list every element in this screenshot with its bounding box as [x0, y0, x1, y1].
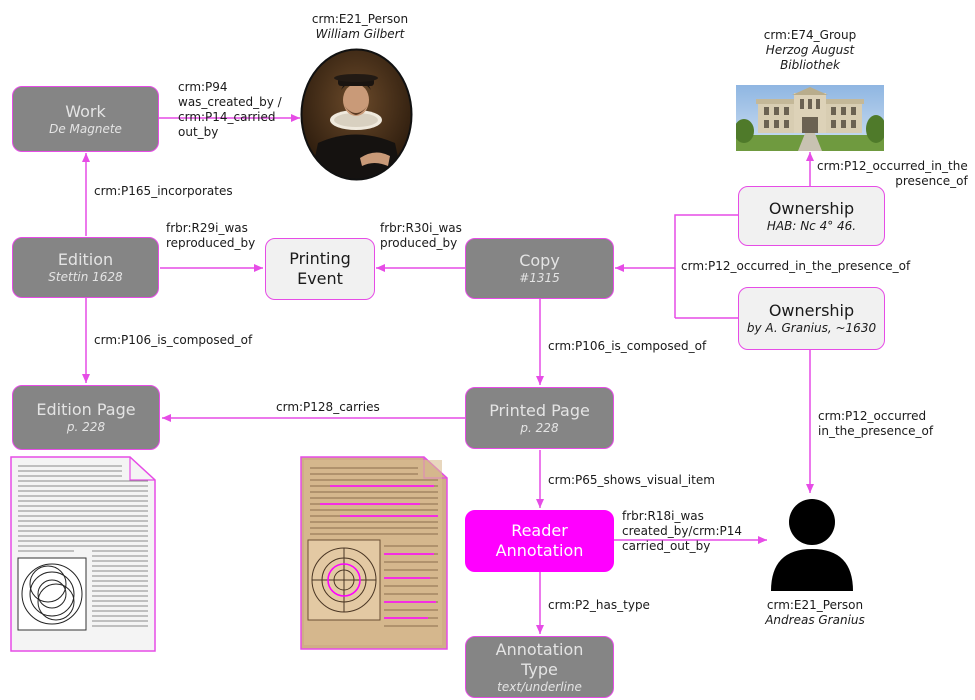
- node-ownership-granius[interactable]: Ownership by A. Granius, ~1630: [738, 287, 885, 350]
- edge-label-line: carried_out_by: [622, 539, 711, 553]
- edge-label-r18: frbr:R18i_was created_by/crm:P14 carried…: [622, 509, 742, 554]
- node-title: Printing Event: [289, 249, 351, 288]
- edge-label-p94: crm:P94 was_created_by / crm:P14_carried…: [178, 80, 282, 140]
- edge-label-p165: crm:P165_incorporates: [94, 184, 233, 198]
- node-title: Copy: [519, 251, 560, 270]
- node-subtitle: by A. Granius, ~1630: [746, 321, 877, 335]
- node-title: Printed Page: [489, 400, 590, 420]
- edge-label-line: crm:P94: [178, 80, 228, 94]
- node-work[interactable]: Work De Magnete: [12, 86, 159, 152]
- edge-label-line: in_the_presence_of: [818, 424, 934, 438]
- library-building-image: [736, 85, 884, 151]
- edge-label-line: crm:P12_occurred_in_the: [817, 159, 968, 173]
- node-title: Edition: [57, 250, 114, 269]
- edge-label-line: frbr:R30i_was: [380, 221, 462, 235]
- caption-name-line2: Bibliothek: [780, 58, 840, 72]
- caption-class: crm:E74_Group: [763, 28, 857, 42]
- node-title: Work: [65, 101, 106, 121]
- edge-label-line: crm:P14_carried: [178, 110, 276, 124]
- node-annotation-type[interactable]: Annotation Type text/underline: [465, 636, 614, 698]
- edge-label-line: produced_by: [380, 236, 458, 250]
- edge-label-p12-right: crm:P12_occurred in_the_presence_of: [818, 409, 933, 439]
- caption-name: Andreas Granius: [765, 613, 865, 627]
- edge-label-p106-mid: crm:P106_is_composed_of: [548, 339, 707, 353]
- node-edition[interactable]: Edition Stettin 1628: [12, 237, 159, 298]
- node-title: Reader Annotation: [495, 521, 584, 560]
- node-title: Annotation Type: [495, 639, 584, 679]
- edge-label-p128: crm:P128_carries: [276, 400, 380, 414]
- node-title: Ownership: [768, 301, 855, 320]
- edge-p12-hab: [615, 214, 738, 272]
- node-title: Edition Page: [36, 400, 136, 419]
- edge-label-p106-left: crm:P106_is_composed_of: [94, 333, 253, 347]
- edge-label-line: was_created_by /: [178, 95, 282, 109]
- node-printed-page[interactable]: Printed Page p. 228: [465, 387, 614, 449]
- caption-granius: crm:E21_Person Andreas Granius: [745, 598, 885, 628]
- edge-label-line: presence_of: [895, 174, 968, 188]
- annotated-copy-page-image: [300, 456, 448, 650]
- edge-label-p2: crm:P2_has_type: [548, 598, 650, 612]
- caption-class: crm:E21_Person: [766, 598, 864, 612]
- edge-label-line: created_by/crm:P14: [622, 524, 743, 538]
- node-ownership-hab[interactable]: Ownership HAB: Nc 4° 46.: [738, 186, 885, 246]
- node-subtitle: HAB: Nc 4° 46.: [766, 218, 857, 233]
- caption-class: crm:E21_Person: [311, 12, 409, 26]
- node-subtitle: text/underline: [497, 679, 582, 694]
- node-title: Ownership: [768, 198, 855, 218]
- portrait-gilbert-image: [300, 48, 413, 181]
- edge-label-r29: frbr:R29i_was reproduced_by: [166, 221, 255, 251]
- node-edition-page[interactable]: Edition Page p. 228: [12, 385, 160, 450]
- edge-label-line: reproduced_by: [166, 236, 256, 250]
- caption-gilbert: crm:E21_Person William Gilbert: [285, 12, 435, 42]
- edge-label-p12-top: crm:P12_occurred_in_the presence_of: [817, 159, 968, 189]
- person-icon: [771, 499, 853, 591]
- edge-label-p12-mid: crm:P12_occurred_in_the_presence_of: [681, 259, 911, 273]
- edge-label-p65: crm:P65_shows_visual_item: [548, 473, 715, 487]
- caption-name-line1: Herzog August: [765, 43, 855, 57]
- caption-name: William Gilbert: [315, 27, 405, 41]
- edge-label-line: frbr:R18i_was: [622, 509, 704, 523]
- edge-label-line: crm:P12_occurred: [818, 409, 927, 423]
- node-copy[interactable]: Copy #1315: [465, 238, 614, 299]
- node-printing-event[interactable]: Printing Event: [265, 238, 375, 300]
- node-subtitle: De Magnete: [49, 121, 122, 136]
- node-subtitle: Stettin 1628: [48, 270, 123, 284]
- edge-label-line: out_by: [178, 125, 219, 139]
- node-subtitle: p. 228: [66, 420, 106, 434]
- edge-label-line: frbr:R29i_was: [166, 221, 248, 235]
- edge-label-r30: frbr:R30i_was produced_by: [380, 221, 462, 251]
- node-subtitle: #1315: [519, 271, 560, 285]
- node-reader-annotation[interactable]: Reader Annotation: [465, 510, 614, 572]
- node-subtitle: p. 228: [520, 420, 559, 435]
- caption-hab: crm:E74_Group Herzog August Bibliothek: [735, 28, 885, 73]
- edition-page-thumbnail-image: [10, 456, 156, 652]
